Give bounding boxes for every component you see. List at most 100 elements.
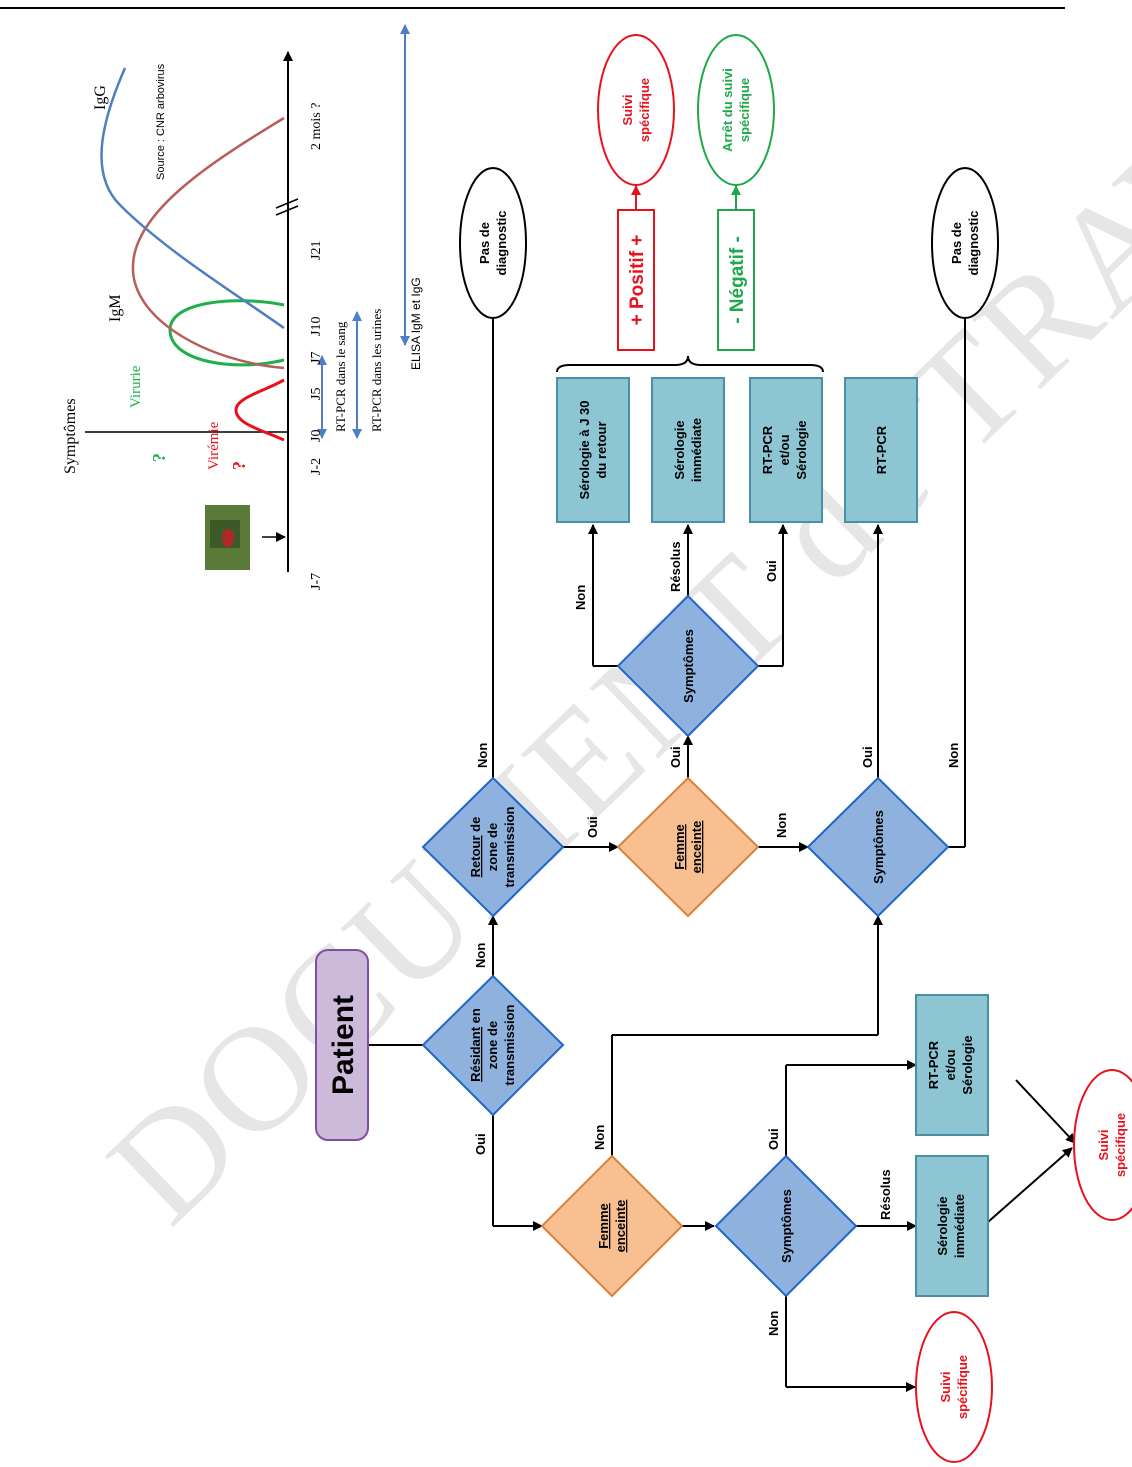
timeline-chart: Symptômes Virurie Virémie ? ? IgM IgG So… <box>62 22 428 590</box>
arret-suivi-oval <box>697 34 775 186</box>
edge-label-non: Non <box>766 1311 781 1336</box>
tick-j-2: J-2 <box>309 458 324 475</box>
retour-l1: Retour <box>468 835 483 877</box>
femme-bot-l2: enceinte <box>613 1200 628 1253</box>
suivi-specifique-oval-top <box>597 34 675 186</box>
range-label-elisa: ELISA IgM et IgG <box>409 277 423 370</box>
resident-l1b: en <box>468 1008 483 1027</box>
tick-j21: J21 <box>309 241 324 260</box>
resident-l2: zone de <box>485 1021 500 1069</box>
box-serologie-j30-l2: du retour <box>594 421 609 478</box>
suivi-right-l1: Suivi <box>1096 1129 1111 1160</box>
box-serologie-j30-l1: Sérologie à J 30 <box>577 401 592 500</box>
suivi-top-l1: Suivi <box>620 94 635 125</box>
box-rtpcr-serologie-top <box>749 377 823 523</box>
positif-box <box>617 209 655 351</box>
edge-label-oui: Oui <box>473 1133 488 1155</box>
header-rule <box>0 7 1065 9</box>
symptomes-diamond-mid <box>806 776 950 918</box>
edge-label-non: Non <box>473 943 488 968</box>
igg-curve <box>100 67 285 330</box>
axis-break-mark <box>275 198 299 209</box>
edge-label-oui: Oui <box>766 1128 781 1150</box>
edge-label-non: Non <box>774 813 789 838</box>
femme-enceinte-diamond-top <box>616 776 760 918</box>
retour-l2: zone de <box>485 823 500 871</box>
edge-label-non: Non <box>946 743 961 768</box>
qmark-viremie: ? <box>229 461 249 470</box>
pas-diag1-l2: diagnostic <box>494 210 509 275</box>
box-rtpcr-bot-l3: Sérologie <box>960 1035 975 1094</box>
patient-node <box>315 949 369 1141</box>
box-rtpcr-top-l2: et/ou <box>777 434 792 465</box>
symptomes-mid-label: Symptômes <box>871 810 886 884</box>
suivi-specifique-oval-right <box>1073 1069 1132 1221</box>
edge-label-resolus: Résolus <box>878 1169 893 1220</box>
edge-label-oui: Oui <box>585 816 600 838</box>
pas-diagnostic-oval-2 <box>931 167 999 319</box>
box-serologie-j30 <box>556 377 630 523</box>
symptomes-bot-label: Symptômes <box>779 1189 794 1263</box>
tick-j-7: J-7 <box>309 573 324 590</box>
label-igg: IgG <box>92 85 109 110</box>
edge-label-non: Non <box>475 743 490 768</box>
symptomes-diamond-bottom <box>714 1154 858 1298</box>
box-rtpcr-top-l3: Sérologie <box>794 420 809 479</box>
tick-j5: J5 <box>309 388 324 400</box>
box-rtpcr-bot-l2: et/ou <box>943 1049 958 1080</box>
suivi-right-l2: spécifique <box>1113 1113 1128 1177</box>
suivi-specifique-oval-bottom <box>915 1311 993 1463</box>
edge-label-oui: Oui <box>668 746 683 768</box>
pas-diagnostic-oval-1 <box>459 167 527 319</box>
positif-label: + Positif + <box>627 235 648 326</box>
negatif-box <box>717 209 755 351</box>
retour-l1b: de <box>468 817 483 836</box>
box-serologie-immediate-bottom <box>915 1155 989 1297</box>
suivi-bot-l1: Suivi <box>938 1371 953 1402</box>
femme-enceinte-diamond-bottom <box>540 1154 684 1298</box>
symptomes-top-label: Symptômes <box>681 629 696 703</box>
pas-diag1-l1: Pas de <box>477 222 492 264</box>
femme-top-l1: Femme <box>672 824 687 870</box>
edge-label-non: Non <box>592 1125 607 1150</box>
edge-label-oui: Oui <box>860 746 875 768</box>
range-label-sang: RT-PCR dans le sang <box>333 321 348 432</box>
arret-l1: Arrêt du suivi <box>720 68 735 152</box>
femme-bot-l1: Femme <box>596 1203 611 1249</box>
label-virurie: Virurie <box>128 365 144 408</box>
edge-label-non: Non <box>573 585 588 610</box>
tick-j10: J10 <box>309 317 324 336</box>
tick-2-mois: 2 mois ? <box>309 103 324 150</box>
range-label-urines: RT-PCR dans les urines <box>369 309 384 432</box>
pas-diag2-l1: Pas de <box>949 222 964 264</box>
pas-diag2-l2: diagnostic <box>966 210 981 275</box>
box-rtpcr <box>844 377 918 523</box>
connectors <box>368 318 1076 1392</box>
label-igm: IgM <box>107 294 124 322</box>
box-serologie-immediate <box>651 377 725 523</box>
svg-text:Retour de: Retour de <box>468 817 483 878</box>
retour-diamond <box>421 776 565 918</box>
edge-label-oui: Oui <box>764 560 779 582</box>
box-rtpcr-top-l1: RT-PCR <box>760 425 775 474</box>
resident-diamond <box>421 974 565 1117</box>
viruria-curve <box>168 299 285 367</box>
resident-l3: transmission <box>502 1004 517 1085</box>
suivi-bot-l2: spécifique <box>955 1355 970 1419</box>
arret-l2: spécifique <box>737 78 752 142</box>
box-rtpcr-serologie-bottom <box>915 994 989 1136</box>
viremia-curve <box>234 378 285 442</box>
box-rtpcr-label: RT-PCR <box>874 425 889 474</box>
suivi-top-l2: spécifique <box>637 78 652 142</box>
box-rtpcr-bot-l1: RT-PCR <box>926 1040 941 1089</box>
label-source: Source : CNR arbovirus <box>155 63 167 180</box>
tick-j0: J0 <box>309 430 324 442</box>
patient-label: Patient <box>327 995 360 1095</box>
igm-curve <box>131 116 285 370</box>
qmark-virurie: ? <box>149 453 169 462</box>
svg-text:Résidant en: Résidant en <box>468 1008 483 1082</box>
axis-break-mark <box>275 205 299 216</box>
tick-j7: J7 <box>309 352 324 364</box>
box-serologie-imm-l1: Sérologie <box>672 420 687 479</box>
